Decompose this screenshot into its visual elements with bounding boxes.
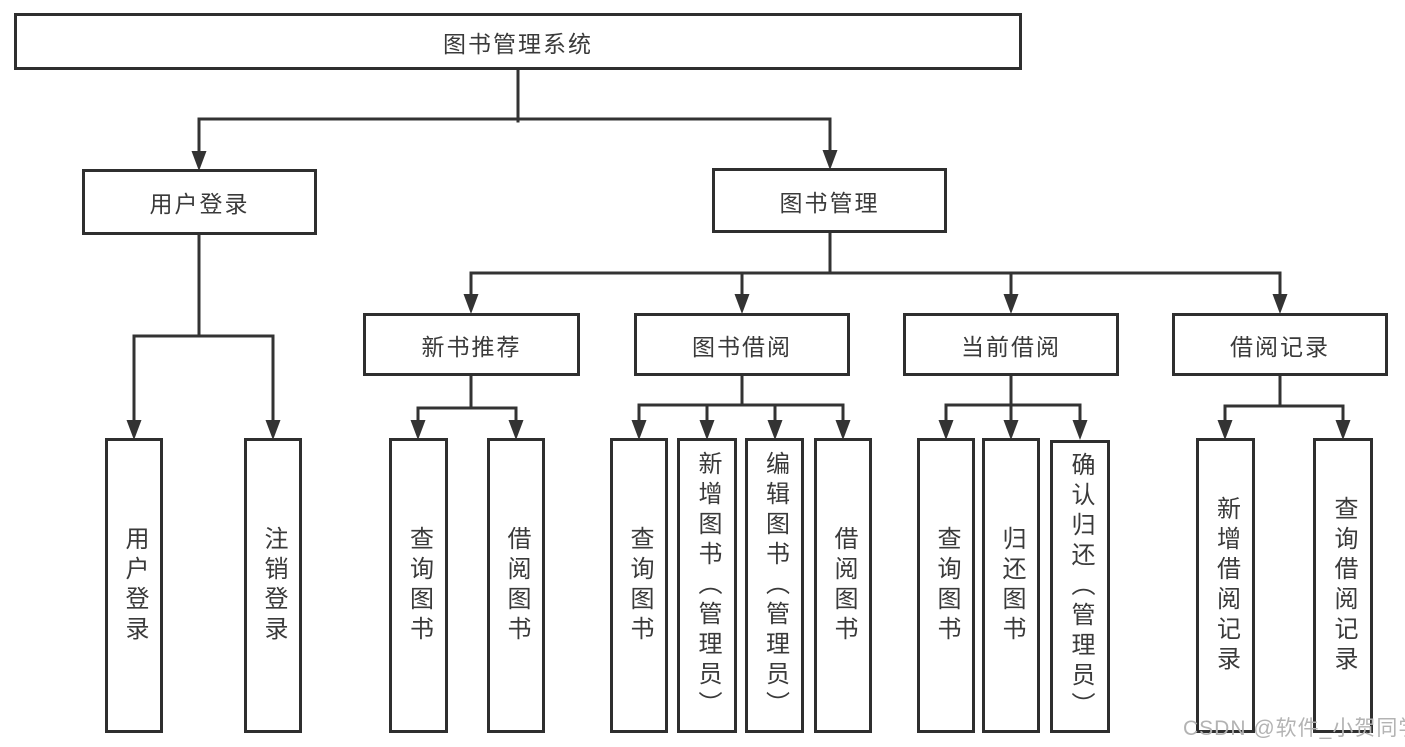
node-label: 借阅图书 — [830, 525, 857, 646]
node-label: 查询图书 — [933, 525, 960, 646]
node-label: 图书借阅 — [692, 333, 792, 360]
leaf-add-borrow-record: 新增借阅记录 — [1196, 438, 1255, 733]
node-label: 查询借阅记录 — [1330, 495, 1357, 676]
arrowhead — [699, 420, 715, 440]
arrowhead — [1003, 420, 1019, 440]
node-label: 图书管理系统 — [443, 30, 593, 57]
node-label: 归还图书 — [998, 525, 1025, 646]
arrowhead — [463, 294, 479, 314]
arrowhead — [938, 420, 954, 440]
node-new-book-recommend: 新书推荐 — [363, 313, 580, 376]
node-label: 查询图书 — [405, 525, 433, 646]
arrowhead — [835, 420, 851, 440]
node-label: 新增图书（管理员） — [694, 450, 721, 721]
leaf-query-books-recommend: 查询图书 — [389, 438, 448, 733]
node-label: 新增借阅记录 — [1212, 495, 1240, 676]
arrowhead — [734, 294, 750, 314]
arrowhead — [1217, 420, 1233, 440]
node-label: 用户登录 — [149, 191, 250, 217]
node-library-management-system: 图书管理系统 — [14, 13, 1022, 70]
arrowhead — [767, 420, 783, 440]
arrowhead — [1072, 420, 1088, 440]
arrowheads — [126, 150, 1351, 440]
node-label: 图书管理 — [779, 189, 880, 216]
leaf-query-borrow-record: 查询借阅记录 — [1313, 438, 1373, 733]
arrowhead — [1272, 294, 1288, 314]
node-user-login-branch: 用户登录 — [82, 169, 317, 235]
leaf-add-book-admin: 新增图书（管理员） — [677, 438, 737, 733]
leaf-confirm-return-admin: 确认归还（管理员） — [1050, 440, 1110, 733]
node-label: 查询图书 — [626, 525, 653, 646]
leaf-query-books-current: 查询图书 — [917, 438, 975, 733]
arrowhead — [1335, 420, 1351, 440]
arrowhead — [1003, 294, 1019, 314]
node-label: 注销登录 — [260, 525, 287, 646]
arrowhead — [822, 150, 838, 170]
node-label: 当前借阅 — [961, 333, 1061, 360]
leaf-edit-book-admin: 编辑图书（管理员） — [745, 438, 804, 733]
arrowhead — [631, 420, 647, 440]
node-label: 编辑图书（管理员） — [761, 450, 789, 721]
arrowhead — [265, 420, 281, 440]
node-book-management-branch: 图书管理 — [712, 168, 947, 233]
arrowhead — [410, 420, 426, 440]
leaf-return-books: 归还图书 — [982, 438, 1040, 733]
leaf-user-login: 用户登录 — [105, 438, 163, 733]
node-label: 新书推荐 — [421, 333, 522, 360]
arrowhead — [126, 420, 142, 440]
node-label: 借阅图书 — [503, 525, 530, 646]
arrowhead — [508, 420, 524, 440]
leaf-logout: 注销登录 — [244, 438, 302, 733]
node-current-borrowing: 当前借阅 — [903, 313, 1119, 376]
leaf-borrow-books-recommend: 借阅图书 — [487, 438, 545, 733]
node-book-borrowing: 图书借阅 — [634, 313, 850, 376]
csdn-watermark: CSDN @软件_小贺同学 — [1183, 717, 1405, 740]
node-label: 确认归还（管理员） — [1067, 451, 1094, 722]
connector-path — [132, 68, 1345, 424]
node-label: 借阅记录 — [1230, 333, 1330, 360]
node-label: 用户登录 — [121, 525, 148, 646]
leaf-borrow-books-borrowing: 借阅图书 — [814, 438, 872, 733]
leaf-query-books-borrowing: 查询图书 — [610, 438, 668, 733]
arrowhead — [191, 151, 207, 171]
node-borrowing-records: 借阅记录 — [1172, 313, 1388, 376]
